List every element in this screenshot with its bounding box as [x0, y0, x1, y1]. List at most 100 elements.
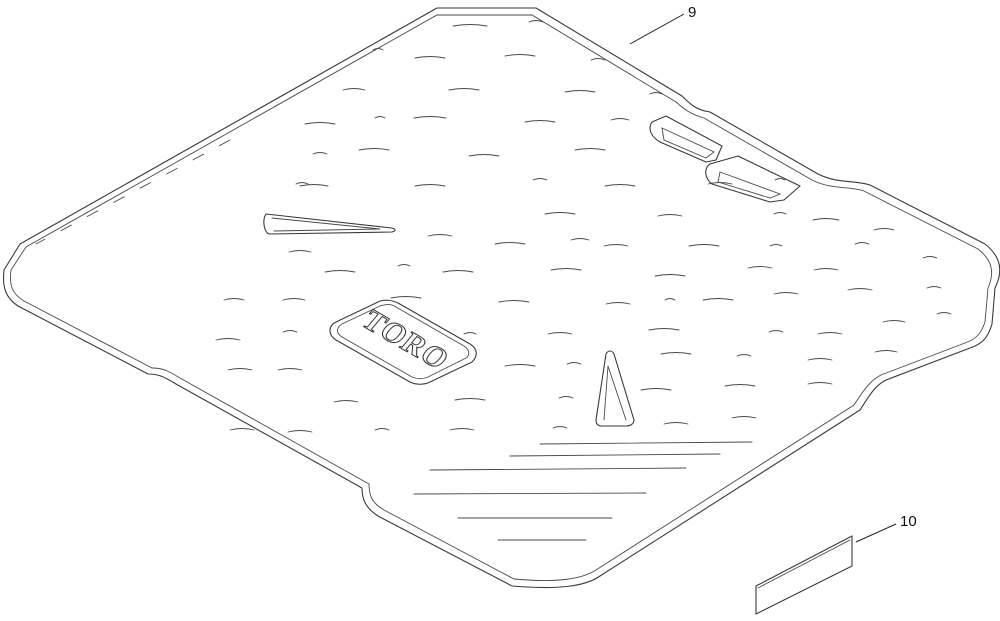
- traction-rib: [504, 364, 536, 367]
- floor-mat-outline: [2, 7, 1000, 589]
- traction-rib: [702, 298, 734, 301]
- traction-rib: [413, 116, 447, 119]
- traction-rib: [605, 302, 631, 305]
- traction-rib: [282, 298, 306, 301]
- traction-rib: [414, 56, 446, 59]
- traction-rib: [358, 148, 390, 151]
- traction-rib: [342, 88, 366, 91]
- traction-rib: [229, 428, 255, 431]
- traction-rib: [304, 122, 336, 125]
- traction-rib: [590, 58, 606, 61]
- traction-rib: [564, 90, 596, 93]
- traction-rib: [774, 178, 786, 181]
- pedal-slot-upper: [649, 115, 723, 163]
- traction-rib: [769, 244, 783, 247]
- leader-line-9: [629, 13, 685, 45]
- traction-rib: [528, 20, 544, 23]
- heel-stripe: [429, 467, 687, 471]
- logo-plate-inner: [337, 304, 470, 379]
- traction-rib: [282, 330, 298, 333]
- traction-rib: [570, 238, 590, 241]
- decal: [755, 535, 853, 615]
- decal-outline: [755, 535, 853, 615]
- traction-rib: [427, 234, 453, 237]
- heel-stripe: [539, 441, 753, 445]
- callout-10: 10: [855, 513, 917, 543]
- traction-rib: [847, 288, 873, 291]
- traction-rib: [773, 292, 799, 295]
- traction-rib: [532, 178, 548, 181]
- traction-rib: [663, 422, 689, 425]
- traction-rib: [654, 274, 686, 277]
- traction-rib: [287, 430, 313, 433]
- traction-rib: [333, 400, 359, 403]
- traction-rib: [649, 92, 663, 95]
- traction-rib: [731, 416, 757, 419]
- traction-rib: [854, 242, 870, 245]
- traction-rib: [448, 88, 480, 91]
- traction-rib: [603, 244, 629, 247]
- traction-rib: [468, 154, 500, 157]
- floor-mat-dashed-edge: [35, 139, 231, 245]
- callout-number-10: 10: [900, 513, 917, 530]
- traction-rib: [295, 182, 309, 185]
- wedge-center-inner: [603, 365, 627, 421]
- traction-rib: [817, 332, 843, 335]
- traction-rib: [449, 428, 475, 431]
- traction-rib: [874, 350, 898, 353]
- heel-stripe: [413, 492, 647, 495]
- traction-rib: [288, 250, 312, 253]
- traction-rib: [813, 268, 839, 271]
- traction-rib: [640, 388, 672, 391]
- traction-rib: [768, 330, 784, 333]
- traction-rib: [547, 332, 573, 335]
- floor-mat: [2, 7, 1000, 589]
- wedge-cutout-center: [595, 350, 635, 427]
- traction-rib: [454, 398, 486, 401]
- logo-plate-outline: [329, 299, 477, 385]
- traction-rib: [463, 332, 477, 335]
- traction-rib: [414, 184, 446, 187]
- traction-rib: [498, 300, 530, 303]
- traction-rib: [312, 152, 328, 155]
- traction-rib: [648, 328, 680, 331]
- traction-rib: [657, 214, 683, 217]
- heel-pad: [413, 441, 753, 541]
- traction-rib: [524, 120, 556, 123]
- toro-logo-text: TORO: [355, 304, 456, 376]
- traction-rib: [227, 368, 253, 371]
- traction-rib: [223, 298, 245, 301]
- traction-rib: [664, 298, 676, 301]
- traction-rib: [610, 118, 630, 121]
- traction-ribs: [215, 20, 952, 433]
- traction-rib: [504, 54, 536, 57]
- traction-rib: [574, 148, 606, 151]
- traction-rib: [747, 266, 773, 269]
- traction-rib: [926, 286, 942, 289]
- pedal-slot-upper-inner: [661, 127, 715, 159]
- traction-rib: [882, 320, 906, 323]
- traction-rib: [277, 368, 303, 371]
- traction-rib: [773, 212, 787, 215]
- traction-rib: [324, 270, 356, 273]
- traction-rib: [688, 244, 720, 247]
- callout-number-9: 9: [688, 4, 696, 21]
- wedge-left-inner: [271, 217, 381, 232]
- decal-inner: [757, 539, 851, 589]
- pedal-slot-lower-inner: [717, 171, 782, 199]
- traction-rib: [807, 358, 833, 361]
- traction-rib: [442, 270, 474, 273]
- traction-rib: [372, 48, 384, 51]
- wedge-cutout-left: [263, 213, 396, 235]
- traction-rib: [374, 428, 390, 431]
- traction-rib: [299, 184, 329, 187]
- traction-rib: [807, 382, 833, 385]
- traction-rib: [936, 312, 952, 315]
- traction-rib: [558, 396, 574, 399]
- callout-9: 9: [629, 4, 696, 45]
- traction-rib: [566, 362, 582, 365]
- traction-rib: [215, 338, 241, 341]
- traction-rib: [390, 296, 422, 299]
